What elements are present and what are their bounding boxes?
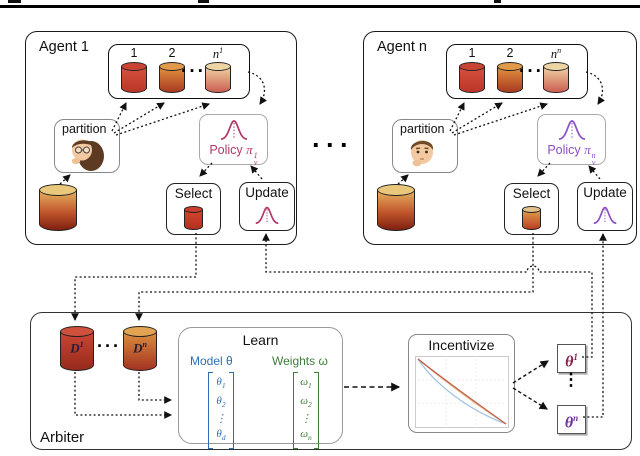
agent-n-panel: Agent n 1 2 nn ··· partition [363,31,637,245]
model-reward-theta-n: θn [557,405,586,434]
arbiter-title: Arbiter [40,429,85,446]
database-cylinder-icon [522,206,541,230]
section-rule [0,5,640,8]
reward-curves-chart [415,356,509,428]
incentivize-box: Incentivize [408,334,515,433]
local-dataset-cylinder-icon [39,184,77,231]
database-cylinder-icon [159,62,185,93]
database-cylinder-icon [497,62,523,93]
database-cylinder-icon [459,62,485,93]
partition-box: partition [392,119,458,173]
weights-omega-label: Weights ω [272,354,328,368]
dataset-label: Dn [133,340,147,356]
collected-dataset-cylinder-1: D1 [60,326,94,371]
ellipsis: ··· [519,61,544,82]
database-cylinder-icon [121,62,147,93]
bell-curve-icon [558,120,586,140]
partition-id: 2 [168,46,176,60]
learn-box: Learn Model θ Weights ω θ1 θ2 ⋮ θd ω1 ω2… [178,327,343,449]
partition-id: n1 [212,46,224,62]
weights-vector: ω1 ω2 ⋮ ωn [293,372,319,449]
partition-id: nn [550,46,562,62]
data-partitions-group: 1 2 n1 ··· [108,44,250,99]
partition-id: 1 [130,46,138,60]
model-theta-label: Model θ [190,354,233,368]
collected-dataset-cylinder-n: Dn [123,326,157,371]
woman-thinking-emoji [71,139,104,171]
database-cylinder-icon [543,62,569,93]
agent-title: Agent n [377,39,427,55]
arbiter-panel: Arbiter D1 ··· Dn Learn Model θ Weights … [30,312,632,450]
agent-1-panel: Agent 1 1 2 n1 ··· partition [25,31,297,245]
select-box: Select [166,183,221,235]
partition-id: 1 [468,46,476,60]
bell-curve-icon [220,120,248,140]
update-box: Update [577,182,633,231]
bell-curve-icon [255,206,279,225]
bell-curve-icon [593,206,617,225]
dataset-label: D1 [70,340,84,356]
agents-ellipsis: ··· [312,130,354,160]
database-cylinder-icon [205,62,231,93]
partition-box: partition [54,119,120,173]
model-reward-theta-1: θ1 [557,344,586,373]
model-parameter-vector: θ1 θ2 ⋮ θd [208,372,234,449]
boy-thinking-emoji [410,140,434,167]
ellipsis: ··· [181,61,206,82]
datasets-ellipsis: ··· [97,336,121,356]
data-partitions-group: 1 2 nn ··· [446,44,588,99]
outputs-ellipsis: ⋮ [562,370,580,389]
database-cylinder-icon [184,206,203,230]
update-box: Update [239,182,295,231]
local-dataset-cylinder-icon [377,184,415,231]
agent-title: Agent 1 [39,39,89,55]
select-box: Select [504,183,559,235]
partition-id: 2 [506,46,514,60]
